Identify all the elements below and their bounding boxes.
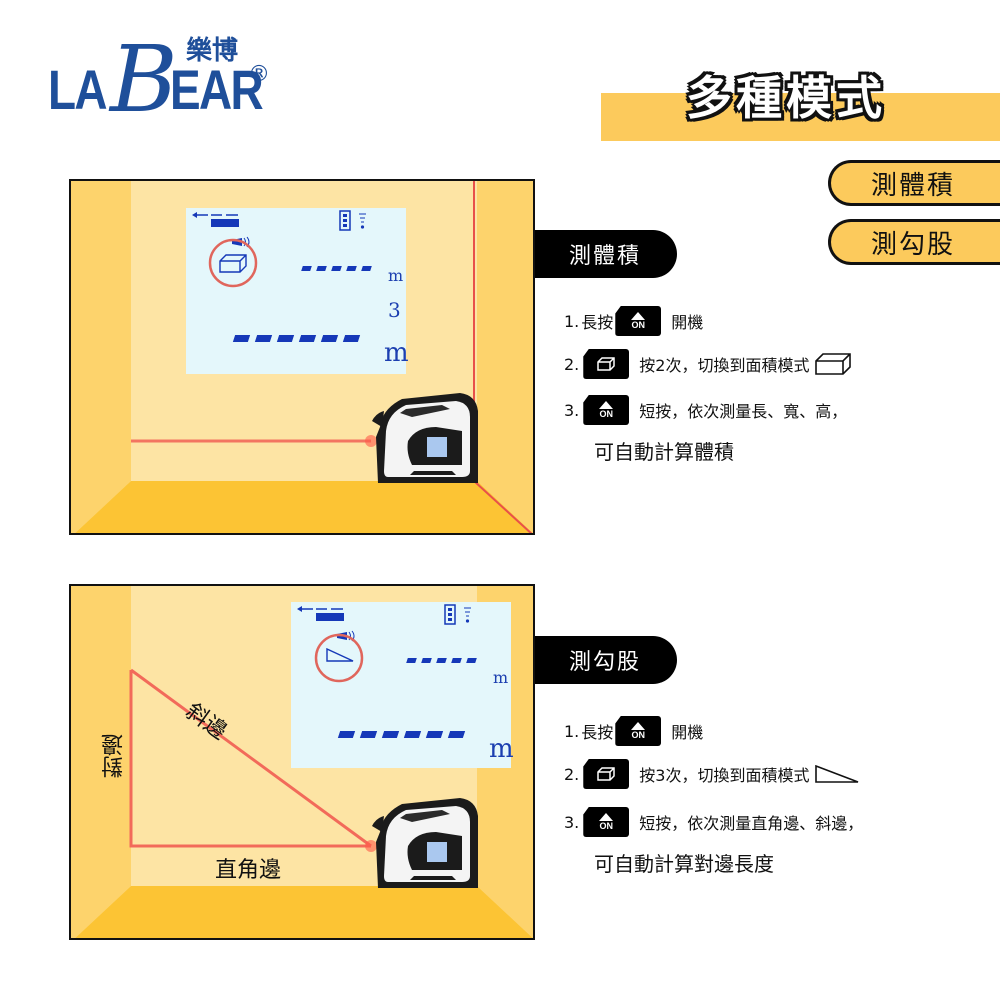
right-triangle-icon <box>815 765 859 783</box>
lcd-unit-top: m <box>388 266 404 285</box>
volume-step-3-continued: 可自動計算體積 <box>594 440 734 464</box>
adjacent-side-label: 直角邊 <box>215 858 282 883</box>
on-key-icon: ON <box>615 306 662 336</box>
volume-step-1: 1. 長按 ON 開機 <box>564 305 703 337</box>
page-title: 多種模式 <box>686 71 886 125</box>
volume-scene-illustration: m 3 m <box>69 179 535 535</box>
lcd-unit-cubic: 3 <box>388 298 401 322</box>
lcd-upper-digits <box>406 658 477 663</box>
registered-mark: ® <box>248 62 270 87</box>
brand-logo: LA B EAR 樂博 ® <box>48 34 278 126</box>
lcd-display-enlarged: m 3 m <box>186 208 409 374</box>
pythagoras-step-1: 1. 長按 ON 開機 <box>564 715 703 747</box>
lcd-unit-bottom: m <box>489 734 514 764</box>
lcd-display-enlarged: m m <box>291 602 514 768</box>
mode-pill-volume: 測體積 <box>828 160 1000 206</box>
box-volume-icon <box>815 353 852 375</box>
room-background <box>71 181 533 533</box>
title-banner <box>601 93 1000 141</box>
mode-pill-pythagoras: 測勾股 <box>828 219 1000 265</box>
lcd-lower-digits <box>232 335 361 342</box>
right-triangle-icon <box>326 648 354 662</box>
on-key-icon: ON <box>583 395 630 425</box>
logo-text-chinese: 樂博 <box>186 36 239 66</box>
section-tab-volume: 測體積 <box>535 230 677 278</box>
laser-tape-measure-device <box>372 798 478 888</box>
on-key-icon: ON <box>583 807 630 837</box>
on-key-icon: ON <box>615 716 662 746</box>
lcd-status-icons <box>192 210 366 288</box>
pythagoras-step-2: 2. 按3次，切換到面積模式 <box>564 758 859 790</box>
lcd-unit-bottom: m <box>384 338 409 368</box>
pythagoras-scene-illustration: m m 斜邊 對邊 直角邊 <box>69 584 535 940</box>
mode-key-icon <box>583 759 630 789</box>
logo-text-la: LA <box>48 58 108 121</box>
box-volume-icon <box>219 254 247 273</box>
laser-tape-measure-device <box>372 393 478 483</box>
logo-text-b: B <box>110 26 178 133</box>
mode-key-icon <box>583 349 630 379</box>
pythagoras-step-3-continued: 可自動計算對邊長度 <box>594 852 774 876</box>
pythagoras-step-3: 3. ON 短按，依次測量直角邊、斜邊， <box>564 806 863 838</box>
logo-text-ear: EAR <box>170 58 264 121</box>
section-tab-pythagoras: 測勾股 <box>535 636 677 684</box>
volume-step-2: 2. 按2次，切換到面積模式 <box>564 348 852 380</box>
lcd-unit-top: m <box>493 668 509 687</box>
lcd-upper-digits <box>301 266 372 271</box>
volume-step-3: 3. ON 短按，依次測量長、寬、高， <box>564 394 847 426</box>
lcd-status-icons <box>297 604 471 683</box>
lcd-lower-digits <box>337 731 466 738</box>
opposite-side-label: 對邊 <box>102 734 127 778</box>
